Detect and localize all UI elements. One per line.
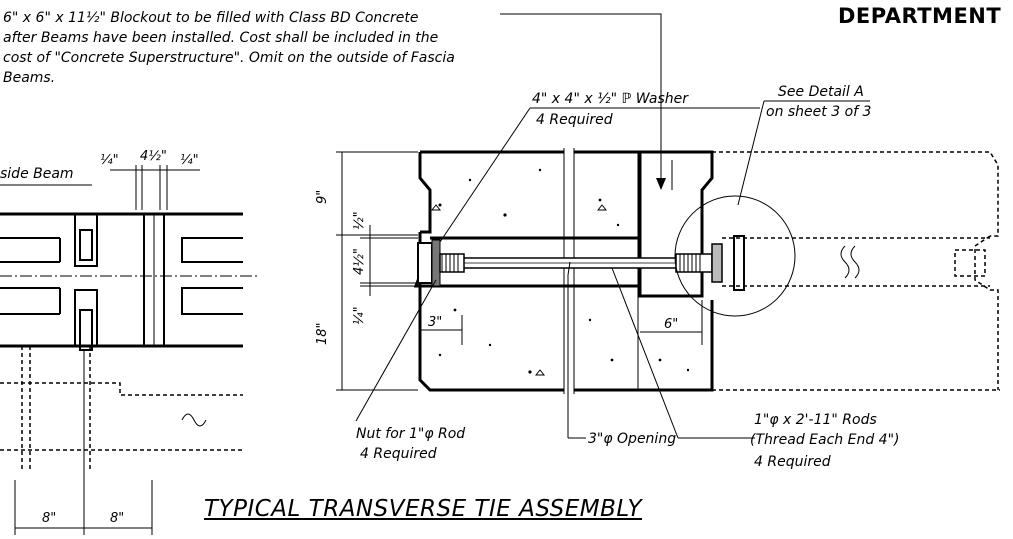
rod-qty: 4 Required bbox=[754, 454, 831, 470]
blockout-note-line-3: cost of "Concrete Superstructure". Omit … bbox=[3, 50, 455, 66]
concrete-texture bbox=[430, 168, 690, 376]
rod-label: 1"φ x 2'-11" Rods bbox=[754, 412, 877, 428]
blockout-leader-arrow bbox=[656, 178, 666, 190]
drawing-title: TYPICAL TRANSVERSE TIE ASSEMBLY bbox=[204, 496, 643, 522]
department-header: DEPARTMENT bbox=[838, 4, 1002, 28]
dim-half: ½" bbox=[352, 211, 367, 230]
dim-bottom-left: 8" bbox=[42, 511, 56, 526]
dim-bottom-right: 8" bbox=[110, 511, 124, 526]
blockout-note-line-2: after Beams have been installed. Cost sh… bbox=[3, 30, 438, 46]
detail-a-label: See Detail A bbox=[778, 84, 864, 100]
nut-qty: 4 Required bbox=[360, 446, 437, 462]
detail-a-circle bbox=[674, 195, 796, 317]
detail-a-callout: See Detail A on sheet 3 of 3 bbox=[737, 84, 871, 206]
nut-label: Nut for 1"φ Rod bbox=[356, 426, 465, 442]
dim-top-left: ¼" bbox=[100, 153, 119, 168]
left-section-view: side Beam ¼" 4½" ¼" bbox=[0, 149, 260, 535]
washer-label: 4" x 4" x ½" ℙ Washer bbox=[532, 91, 689, 107]
dim-4half: 4½" bbox=[352, 248, 367, 275]
detail-a-sheet: on sheet 3 of 3 bbox=[766, 104, 871, 120]
nut-callout: Nut for 1"φ Rod 4 Required bbox=[355, 279, 465, 462]
blockout-note-line-4: Beams. bbox=[3, 70, 55, 86]
dim-18: 18" bbox=[315, 322, 330, 345]
main-section-view: 9" ½" 4½" ¼" 18" 3" bbox=[315, 148, 1000, 394]
dim-quarter: ¼" bbox=[352, 306, 367, 325]
dim-top-right: ¼" bbox=[180, 153, 199, 168]
washer-qty: 4 Required bbox=[536, 112, 613, 128]
rod-thread: (Thread Each End 4") bbox=[750, 432, 899, 448]
outside-beam-label: side Beam bbox=[0, 166, 74, 182]
dim-9: 9" bbox=[315, 190, 330, 204]
rod-callout: 1"φ x 2'-11" Rods (Thread Each End 4") 4… bbox=[611, 267, 899, 470]
dim-3: 3" bbox=[428, 315, 442, 330]
dim-top-mid: 4½" bbox=[140, 149, 167, 164]
opening-callout: 3"φ Opening bbox=[567, 261, 676, 447]
blockout-note: 6" x 6" x 11½" Blockout to be filled wit… bbox=[3, 10, 455, 86]
dim-6: 6" bbox=[664, 317, 678, 332]
blockout-note-line-1: 6" x 6" x 11½" Blockout to be filled wit… bbox=[3, 10, 418, 26]
washer-callout: 4" x 4" x ½" ℙ Washer 4 Required bbox=[439, 91, 760, 243]
blockout-leader bbox=[500, 13, 662, 185]
opening-label: 3"φ Opening bbox=[588, 431, 676, 447]
